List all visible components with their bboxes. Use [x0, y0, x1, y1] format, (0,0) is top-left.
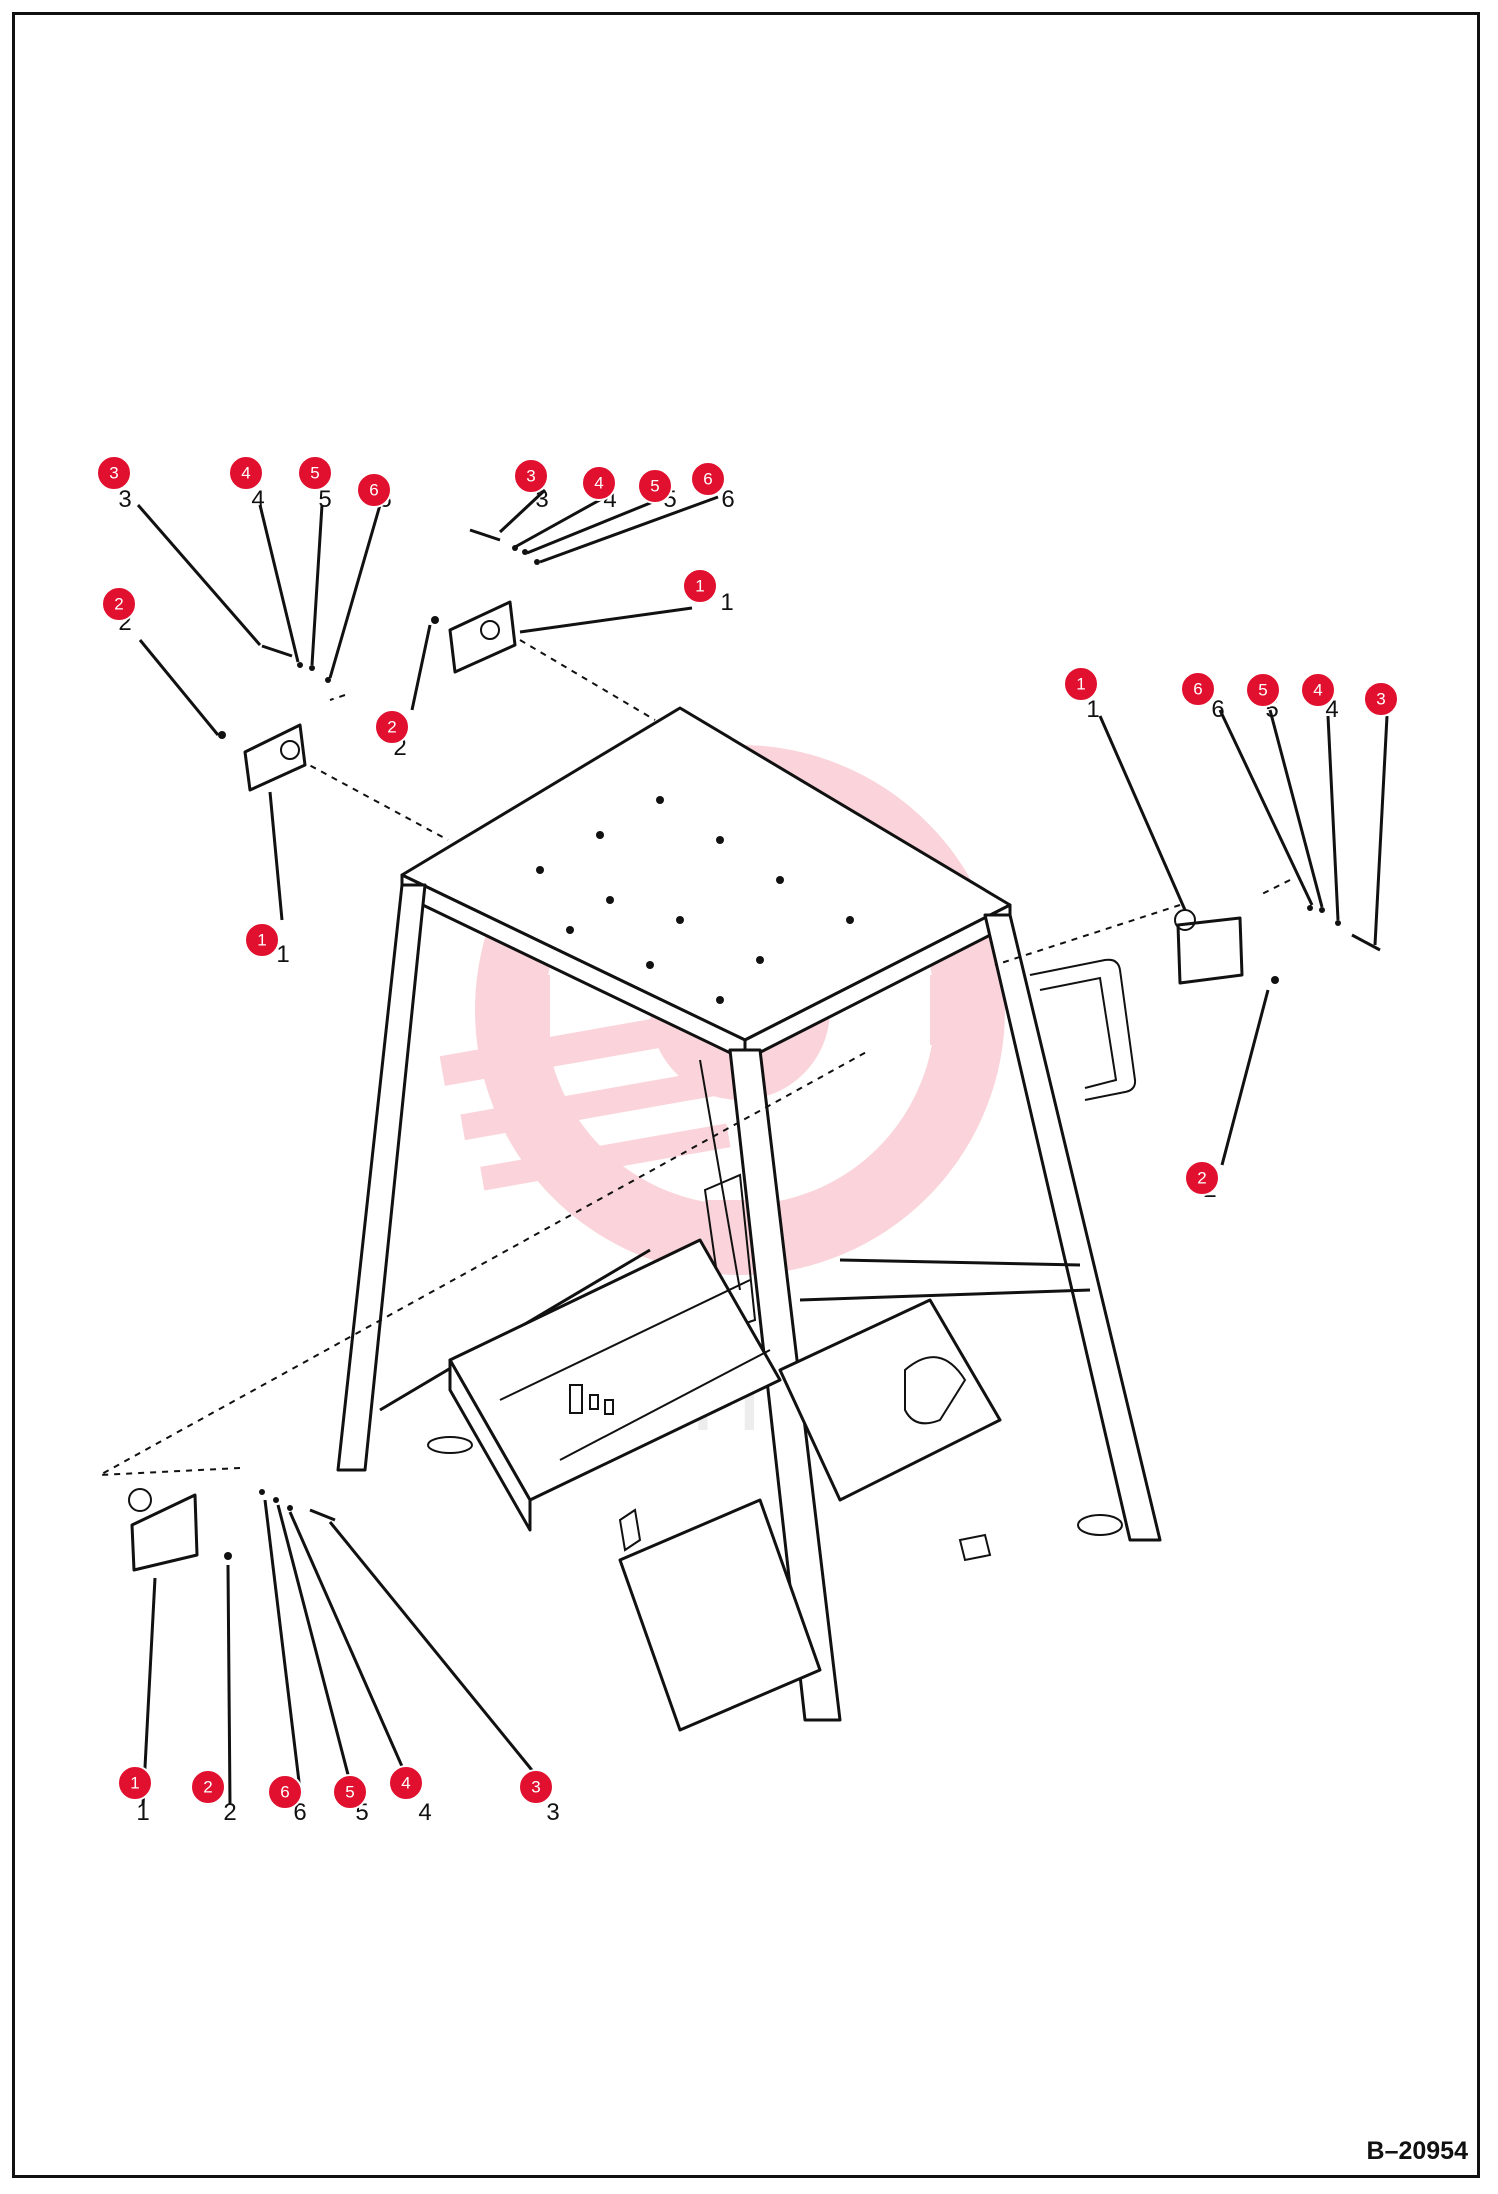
part-number-label: 6: [293, 1799, 306, 1826]
svg-text:5: 5: [650, 477, 659, 496]
callout-2: 2: [374, 709, 410, 745]
svg-text:2: 2: [114, 595, 123, 614]
callout-1: 1: [1063, 666, 1099, 702]
svg-text:3: 3: [531, 1778, 540, 1797]
callout-3: 3: [513, 458, 549, 494]
part-number-label: 1: [1086, 696, 1099, 723]
svg-text:6: 6: [1193, 680, 1202, 699]
svg-text:5: 5: [345, 1783, 354, 1802]
drawing-frame: [12, 12, 1480, 2178]
svg-text:4: 4: [401, 1774, 410, 1793]
callout-5: 5: [297, 455, 333, 491]
work-light-rear-right: [1174, 909, 1244, 985]
part-number-label: 3: [546, 1799, 559, 1826]
callout-leaders: [136, 488, 1389, 1806]
callout-6: 6: [356, 472, 392, 508]
callout-5: 5: [332, 1774, 368, 1810]
svg-text:1: 1: [257, 931, 266, 950]
callout-3: 3: [96, 455, 132, 491]
assembly-leader-lines: [99, 639, 1291, 1476]
part-number-label: 1: [276, 941, 289, 968]
svg-text:5: 5: [1258, 681, 1267, 700]
svg-text:3: 3: [1376, 690, 1385, 709]
svg-text:6: 6: [280, 1783, 289, 1802]
part-number-label: 1: [720, 589, 733, 616]
svg-text:1: 1: [695, 577, 704, 596]
drawing-number: B–20954: [1366, 2137, 1468, 2165]
svg-text:2: 2: [203, 1778, 212, 1797]
part-number-label: 1: [136, 1799, 149, 1826]
part-number-label: 4: [251, 486, 264, 513]
svg-text:1: 1: [1076, 675, 1085, 694]
callout-4: 4: [228, 455, 264, 491]
callout-2: 2: [1184, 1160, 1220, 1196]
svg-text:3: 3: [526, 467, 535, 486]
part-number-label: 4: [418, 1799, 431, 1826]
callout-4: 4: [581, 465, 617, 501]
svg-text:4: 4: [241, 464, 250, 483]
part-number-label: 6: [721, 486, 734, 513]
svg-text:4: 4: [594, 474, 603, 493]
callout-1: 1: [682, 568, 718, 604]
part-number-label: 5: [318, 486, 331, 513]
part-number-label: 3: [535, 486, 548, 513]
svg-text:6: 6: [703, 470, 712, 489]
callout-2: 2: [190, 1769, 226, 1805]
svg-text:5: 5: [310, 464, 319, 483]
svg-text:3: 3: [109, 464, 118, 483]
work-light-front-left: [128, 1488, 199, 1572]
callout-6: 6: [1180, 671, 1216, 707]
callout-4: 4: [1300, 672, 1336, 708]
svg-text:1: 1: [130, 1774, 139, 1793]
callout-1: 1: [244, 922, 280, 958]
callout-6: 6: [690, 461, 726, 497]
callout-2: 2: [101, 586, 137, 622]
callout-1: 1: [117, 1765, 153, 1801]
work-light-top-left: [243, 723, 307, 792]
work-light-top-right: [448, 600, 517, 674]
svg-text:6: 6: [369, 481, 378, 500]
part-number-label: 2: [223, 1799, 236, 1826]
svg-text:2: 2: [1197, 1169, 1206, 1188]
callout-3: 3: [1363, 681, 1399, 717]
callout-3: 3: [518, 1769, 554, 1805]
cab-frame: [336, 706, 1162, 1732]
svg-text:2: 2: [387, 718, 396, 737]
svg-text:4: 4: [1313, 681, 1322, 700]
callout-6: 6: [267, 1774, 303, 1810]
callout-4: 4: [388, 1765, 424, 1801]
part-number-label: 3: [118, 486, 131, 513]
part-number-label: 6: [1211, 696, 1224, 723]
callout-5: 5: [1245, 672, 1281, 708]
callout-5: 5: [637, 468, 673, 504]
callout-badges: 3 4 5 6 2 1 3 4 5 6 1 2 1 6 5 4 3 2 1 2 …: [96, 455, 1399, 1810]
fastener-hardware: [218, 528, 1381, 1560]
